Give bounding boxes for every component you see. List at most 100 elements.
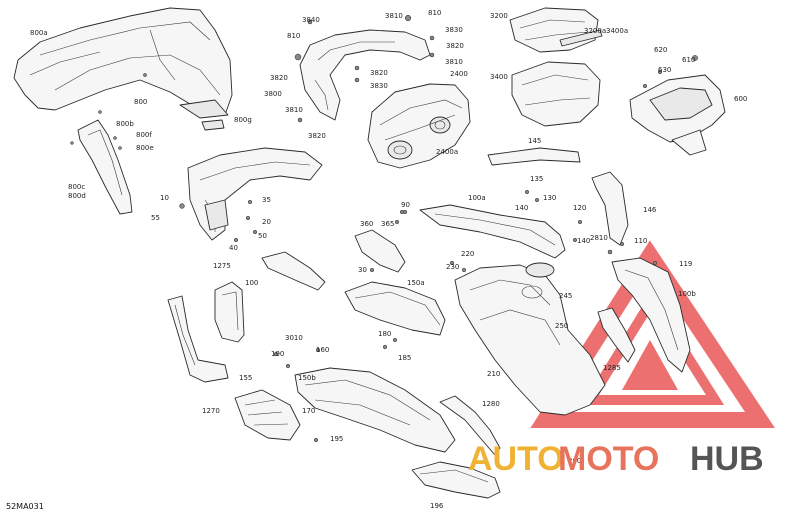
watermark-logo: AUTO MOTO HUB <box>468 440 764 478</box>
callout-800b: 800b <box>116 120 134 128</box>
callout-119: 119 <box>679 260 692 268</box>
headlight-2400 <box>367 83 471 169</box>
callout-3820-mid: 3820 <box>370 69 388 77</box>
callout-170: 170 <box>302 407 315 415</box>
callout-150a: 150a <box>407 279 425 287</box>
callout-190: 190 <box>271 350 284 358</box>
callout-810-top: 810 <box>428 9 441 17</box>
callout-600: 600 <box>734 95 747 103</box>
callout-180: 180 <box>378 330 391 338</box>
callout-40: 40 <box>229 244 238 252</box>
callout-10: 10 <box>160 194 169 202</box>
storage-bin-3400 <box>511 29 603 127</box>
callout-1285: 1285 <box>603 364 621 372</box>
strip-1285 <box>597 307 636 363</box>
callout-3200a: 3200a <box>584 27 606 35</box>
callout-250: 250 <box>555 322 568 330</box>
callout-155: 155 <box>239 374 252 382</box>
callout-135: 135 <box>530 175 543 183</box>
callout-630: 630 <box>658 66 671 74</box>
callout-3400a: 3400a <box>606 27 628 35</box>
step-cover-196 <box>411 461 501 499</box>
callout-140: 140 <box>515 204 528 212</box>
callout-3800: 3800 <box>264 90 282 98</box>
callout-35: 35 <box>262 196 271 204</box>
callout-3400: 3400 <box>490 73 508 81</box>
side-trim-800c <box>70 119 133 215</box>
panel-150a <box>344 281 446 350</box>
callout-130: 130 <box>543 194 556 202</box>
glovebox-600 <box>629 55 726 156</box>
callout-2400: 2400 <box>450 70 468 78</box>
callout-110: 110 <box>634 237 647 245</box>
lower-strip-1270 <box>167 295 229 383</box>
callout-146: 146 <box>643 206 657 214</box>
callout-360: 360 <box>360 220 373 228</box>
side-panel-150b <box>273 347 456 453</box>
trim-piece-100 <box>261 251 326 291</box>
callout-1275: 1275 <box>213 262 231 270</box>
callout-610: 610 <box>682 56 695 64</box>
callout-195: 195 <box>330 435 343 443</box>
callout-2810: 2810 <box>590 234 608 242</box>
callout-196: 196 <box>430 502 444 510</box>
callout-3830-top: 3830 <box>445 26 463 34</box>
callout-labels: 800a 800 800b 800f 800e 800g 800c 800d 3… <box>30 9 747 510</box>
headlight-bracket-3800 <box>294 14 435 123</box>
callout-90: 90 <box>401 201 410 209</box>
callout-3820-left: 3820 <box>270 74 288 82</box>
trim-strip-146 <box>591 171 629 246</box>
callout-3830-mid: 3830 <box>370 82 388 90</box>
callout-55: 55 <box>151 214 160 222</box>
front-fairing-800 <box>13 7 233 150</box>
callout-3810-mid: 3810 <box>445 58 463 66</box>
callout-800a: 800a <box>30 29 48 37</box>
center-console-250 <box>449 260 606 416</box>
callout-365: 365 <box>381 220 394 228</box>
callout-210: 210 <box>487 370 500 378</box>
watermark-auto: AUTO <box>468 440 564 478</box>
trim-panel-1275 <box>214 281 245 343</box>
callout-3810-bottom: 3810 <box>285 106 303 114</box>
trim-strip-145 <box>487 147 581 166</box>
callout-100b: 100b <box>678 290 696 298</box>
callout-810-left: 810 <box>287 32 300 40</box>
dash-panel-10 <box>179 147 323 243</box>
side-panel-100b <box>611 257 691 373</box>
callout-620: 620 <box>654 46 667 54</box>
callout-245: 245 <box>559 292 572 300</box>
bracket-360 <box>354 209 408 273</box>
console-cover-100a <box>399 204 625 259</box>
callout-3820-bottom: 3820 <box>308 132 326 140</box>
callout-3840: 3840 <box>302 16 320 24</box>
curved-strip-1280 <box>439 395 501 456</box>
callout-2400a: 2400a <box>436 148 458 156</box>
callout-160: 160 <box>316 346 329 354</box>
callout-120: 120 <box>573 204 586 212</box>
watermark-hub: HUB <box>690 440 764 478</box>
callout-100: 100 <box>245 279 258 287</box>
callout-3810-top: 3810 <box>385 12 403 20</box>
callout-100a: 100a <box>468 194 486 202</box>
callout-800: 800 <box>134 98 147 106</box>
callout-20: 20 <box>262 218 271 226</box>
callout-3010: 3010 <box>285 334 303 342</box>
callout-140-right: 140 <box>577 237 590 245</box>
callout-50: 50 <box>258 232 267 240</box>
callout-30: 30 <box>358 266 367 274</box>
callout-800g: 800g <box>234 116 252 124</box>
callout-1270: 1270 <box>202 407 220 415</box>
callout-185: 185 <box>398 354 411 362</box>
callout-3200: 3200 <box>490 12 508 20</box>
callout-800c: 800c <box>68 183 85 191</box>
vent-grille-155 <box>234 389 301 441</box>
callout-800f: 800f <box>136 131 152 139</box>
callout-145: 145 <box>528 137 541 145</box>
callout-800e: 800e <box>136 144 154 152</box>
watermark-moto: MOTO <box>558 440 659 478</box>
callout-3820-top: 3820 <box>446 42 464 50</box>
callout-150b: 150b <box>298 374 316 382</box>
diagram-code: 52MA031 <box>6 502 44 511</box>
